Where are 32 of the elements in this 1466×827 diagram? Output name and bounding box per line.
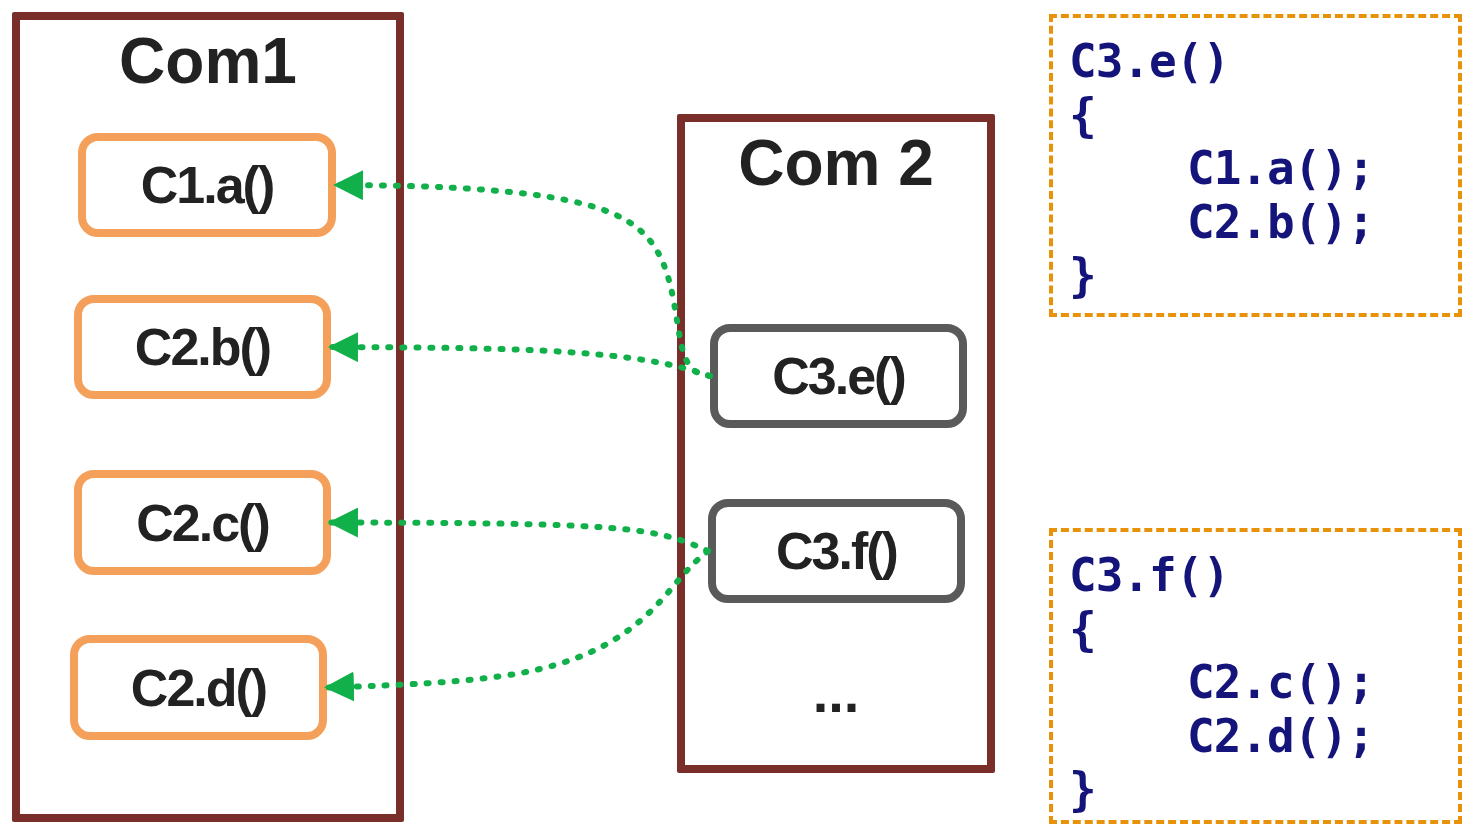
component-title: Com1 bbox=[118, 24, 298, 98]
component-title: Com 2 bbox=[737, 126, 935, 200]
method-name: C1.a() bbox=[140, 155, 274, 215]
method-box bbox=[70, 635, 327, 740]
code-line: C1.a(); bbox=[1187, 141, 1374, 195]
method-box bbox=[74, 295, 331, 399]
component-container bbox=[12, 12, 404, 822]
dashed-arrow bbox=[324, 548, 711, 702]
code-panel bbox=[1049, 528, 1462, 824]
method-box bbox=[74, 470, 331, 575]
code-line: { bbox=[1069, 601, 1096, 656]
code-line: C2.b(); bbox=[1187, 194, 1374, 249]
method-name: C3.e() bbox=[772, 346, 905, 406]
code-line: C2.c(); bbox=[1187, 655, 1374, 709]
method-box bbox=[710, 324, 967, 428]
code-line: { bbox=[1069, 87, 1096, 142]
method-name: C2.c() bbox=[136, 492, 269, 553]
code-line: C3.f() bbox=[1069, 548, 1230, 602]
code-panel bbox=[1049, 14, 1462, 317]
ellipsis-text: ... bbox=[812, 660, 860, 725]
code-line: } bbox=[1069, 248, 1096, 302]
method-name: C2.d() bbox=[130, 657, 267, 718]
dashed-arrow bbox=[328, 507, 711, 554]
method-box bbox=[78, 133, 336, 237]
code-line: C2.d(); bbox=[1187, 708, 1374, 763]
code-line: C3.e() bbox=[1069, 34, 1230, 88]
dashed-arrow bbox=[328, 332, 713, 379]
code-line: } bbox=[1069, 762, 1096, 816]
method-box bbox=[708, 499, 965, 603]
method-name: C3.f() bbox=[776, 521, 897, 581]
component-container bbox=[677, 114, 995, 773]
method-name: C2.b() bbox=[134, 317, 271, 377]
